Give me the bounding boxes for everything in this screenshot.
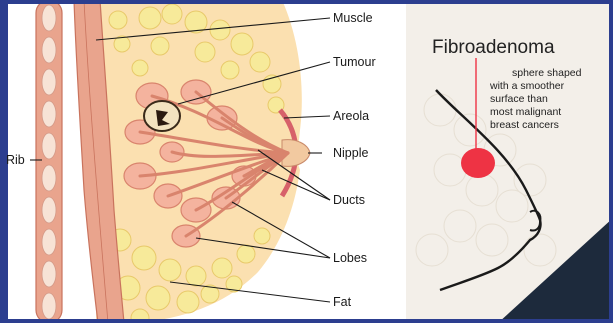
nipple-label: Nipple (333, 146, 368, 160)
areola-label: Areola (333, 109, 369, 123)
note-line: breast cancers (490, 119, 559, 131)
lobes-label: Lobes (333, 251, 367, 265)
rib (36, 0, 62, 323)
ducts-label: Ducts (333, 193, 365, 207)
muscle-label: Muscle (333, 11, 373, 25)
fibroadenoma-title: Fibroadenoma (432, 37, 555, 58)
note-line: surface than (490, 93, 548, 105)
rib-label: Rib (6, 153, 25, 167)
tumour-label: Tumour (333, 55, 376, 69)
fat-label: Fat (333, 295, 352, 309)
fibroadenoma-panel: Fibroadenoma sphere shaped with a smooth… (406, 0, 613, 323)
fibroadenoma-lump (461, 148, 495, 178)
tumour (144, 101, 180, 131)
note-line: sphere shaped (512, 67, 582, 79)
note-line: most malignant (490, 106, 561, 118)
anatomy-panel: Muscle Tumour Areola Nipple Ducts Lobes … (6, 0, 406, 323)
note-line: with a smoother (489, 80, 565, 92)
